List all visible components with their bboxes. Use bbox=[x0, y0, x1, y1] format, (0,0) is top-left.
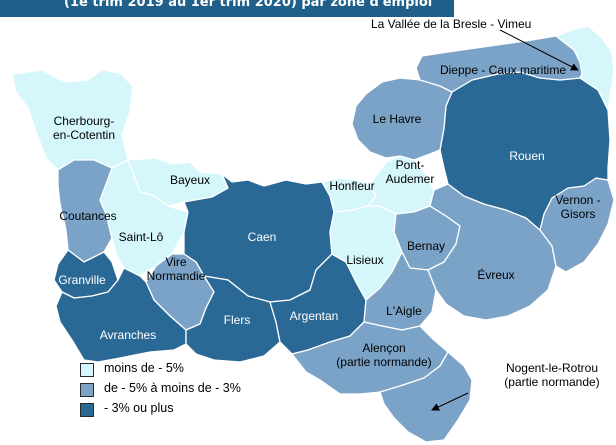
zone-label-rouen: Rouen bbox=[509, 149, 544, 163]
legend-swatch-mid bbox=[80, 383, 94, 397]
callout-nogent: Nogent-le-Rotrou(partie normande) bbox=[504, 361, 599, 389]
zone-label-avranches: Avranches bbox=[100, 328, 156, 342]
zone-label-cherbourg: Cherbourg-en-Cotentin bbox=[53, 114, 115, 142]
zone-label-vernon: Vernon -Gisors bbox=[555, 193, 600, 221]
zone-label-flers: Flers bbox=[224, 313, 251, 327]
legend-label-high: - 3% ou plus bbox=[104, 401, 174, 415]
legend-label-mid: de - 5% à moins de - 3% bbox=[104, 381, 241, 395]
zone-label-laigle: L'Aigle bbox=[386, 304, 422, 318]
legend-label-low: moins de - 5% bbox=[104, 361, 184, 375]
zone-label-bayeux: Bayeux bbox=[170, 173, 210, 187]
zone-label-pont-audemer: Pont-Audemer bbox=[386, 158, 435, 186]
zone-label-argentan: Argentan bbox=[290, 309, 339, 323]
zone-label-bernay: Bernay bbox=[407, 239, 445, 253]
zone-nogent bbox=[379, 351, 473, 443]
zone-label-granville: Granville bbox=[58, 273, 106, 287]
zone-label-saint-lo: Saint-Lô bbox=[119, 230, 164, 244]
zone-label-honfleur: Honfleur bbox=[329, 179, 374, 193]
legend-swatch-low bbox=[80, 363, 94, 377]
zone-label-coutances: Coutances bbox=[59, 209, 116, 223]
zone-flers bbox=[185, 275, 281, 363]
callout-vallee-bresle: La Vallée de la Bresle - Vimeu bbox=[371, 17, 531, 31]
vallee-bresle-leader-line bbox=[499, 29, 579, 71]
zone-label-caen: Caen bbox=[248, 230, 277, 244]
zone-le-havre bbox=[351, 77, 453, 161]
zone-vallee-bresle bbox=[555, 25, 615, 111]
legend-swatch-high bbox=[80, 403, 94, 417]
zone-dieppe bbox=[415, 35, 583, 93]
zone-label-le-havre: Le Havre bbox=[373, 112, 422, 126]
zone-label-alencon: Alençon(partie normande) bbox=[336, 341, 431, 369]
zone-label-lisieux: Lisieux bbox=[346, 253, 383, 267]
map-title: (1e trim 2019 au 1er trim 2020) par zone… bbox=[64, 0, 433, 10]
nogent-leader-line bbox=[431, 392, 469, 411]
title-banner: (1e trim 2019 au 1er trim 2020) par zone… bbox=[0, 0, 454, 17]
zone-label-evreux: Évreux bbox=[477, 267, 514, 282]
zone-label-dieppe: Dieppe - Caux maritime bbox=[440, 63, 566, 77]
